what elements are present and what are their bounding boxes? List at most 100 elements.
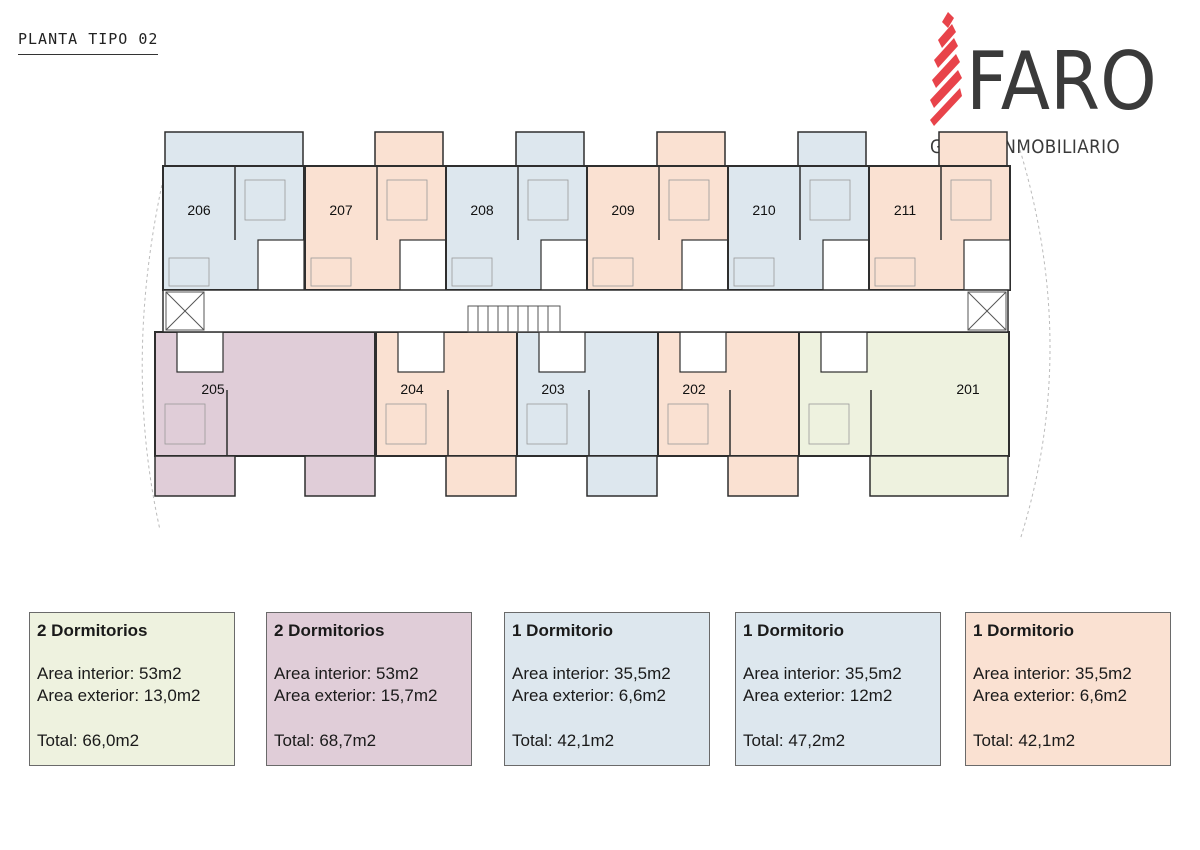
lighthouse-stripes-icon bbox=[930, 12, 962, 126]
bathroom bbox=[399, 239, 447, 291]
legend-type: 1 Dormitorio bbox=[743, 621, 845, 640]
unit-number-label: 211 bbox=[894, 202, 917, 218]
site-arc-left bbox=[141, 149, 171, 531]
apartment-area bbox=[657, 331, 800, 457]
legend-type: 2 Dormitorios bbox=[37, 621, 148, 640]
balcony bbox=[656, 131, 726, 167]
bed bbox=[164, 403, 206, 445]
bathroom bbox=[963, 239, 1011, 291]
legend-exterior-area: Area exterior: 12m2 bbox=[743, 686, 893, 705]
unit-210 bbox=[727, 131, 870, 291]
balcony bbox=[374, 131, 444, 167]
bathroom bbox=[681, 239, 729, 291]
legend-exterior-area: Area exterior: 6,6m2 bbox=[973, 686, 1128, 705]
end-shafts bbox=[165, 291, 1007, 331]
balcony bbox=[515, 131, 585, 167]
unit-number-label: 205 bbox=[201, 381, 225, 397]
unit-number-label: 204 bbox=[400, 381, 424, 397]
bed bbox=[385, 403, 427, 445]
legend-type: 2 Dormitorios bbox=[274, 621, 385, 640]
unit-208 bbox=[445, 131, 588, 291]
legend-exterior-area: Area exterior: 15,7m2 bbox=[274, 686, 438, 705]
unit-201 bbox=[798, 331, 1010, 497]
kitchen-counter bbox=[451, 257, 493, 287]
legend-interior-area: Area interior: 35,5m2 bbox=[512, 664, 671, 683]
legend-type: 1 Dormitorio bbox=[512, 621, 614, 640]
unit-205 bbox=[154, 331, 376, 497]
bathroom bbox=[679, 331, 727, 373]
legend-interior-area: Area interior: 35,5m2 bbox=[743, 664, 902, 683]
legend-total-area: Total: 47,2m2 bbox=[743, 731, 846, 750]
bathroom bbox=[538, 331, 586, 373]
bed bbox=[526, 403, 568, 445]
unit-211 bbox=[868, 131, 1011, 291]
bed bbox=[667, 403, 709, 445]
bathroom bbox=[540, 239, 588, 291]
balcony bbox=[938, 131, 1008, 167]
legend-total-area: Total: 68,7m2 bbox=[274, 731, 377, 750]
kitchen-counter bbox=[168, 257, 210, 287]
legend-exterior-area: Area exterior: 6,6m2 bbox=[512, 686, 667, 705]
logo-word: FARO bbox=[966, 35, 1157, 128]
staircase bbox=[467, 305, 561, 333]
balcony bbox=[727, 455, 799, 497]
kitchen-counter bbox=[310, 257, 352, 287]
unit-number-label: 202 bbox=[682, 381, 706, 397]
unit-207 bbox=[304, 131, 447, 291]
corridor bbox=[162, 289, 1009, 333]
balcony bbox=[154, 455, 236, 497]
legend-total-area: Total: 66,0m2 bbox=[37, 731, 140, 750]
unit-number-label: 203 bbox=[541, 381, 565, 397]
kitchen-counter bbox=[592, 257, 634, 287]
legend-interior-area: Area interior: 53m2 bbox=[274, 664, 419, 683]
bed bbox=[244, 179, 286, 221]
legend-exterior-area: Area exterior: 13,0m2 bbox=[37, 686, 201, 705]
apartment-area bbox=[375, 331, 518, 457]
unit-number-label: 201 bbox=[956, 381, 980, 397]
balcony bbox=[797, 131, 867, 167]
bed bbox=[808, 403, 850, 445]
balcony bbox=[586, 455, 658, 497]
unit-204 bbox=[375, 331, 518, 497]
bottom-unit-labels: 205 204 203 202 201 bbox=[201, 381, 980, 397]
bathroom bbox=[397, 331, 445, 373]
bed bbox=[668, 179, 710, 221]
kitchen-counter bbox=[733, 257, 775, 287]
site-arc-right bbox=[1019, 149, 1051, 541]
bottom-units bbox=[154, 331, 1010, 497]
legend-type: 1 Dormitorio bbox=[973, 621, 1075, 640]
unit-number-label: 209 bbox=[611, 202, 635, 218]
legend-interior-area: Area interior: 35,5m2 bbox=[973, 664, 1132, 683]
unit-number-label: 206 bbox=[187, 202, 211, 218]
legend-total-area: Total: 42,1m2 bbox=[512, 731, 615, 750]
kitchen-counter bbox=[874, 257, 916, 287]
bed bbox=[809, 179, 851, 221]
balcony bbox=[869, 455, 1009, 497]
bathroom bbox=[176, 331, 224, 373]
bed bbox=[950, 179, 992, 221]
unit-number-label: 207 bbox=[329, 202, 353, 218]
legend-total-area: Total: 42,1m2 bbox=[973, 731, 1076, 750]
unit-206 bbox=[162, 131, 305, 291]
faro-logo: FARO GRUPO INMOBILIARIO bbox=[920, 10, 1180, 170]
unit-209 bbox=[586, 131, 729, 291]
unit-number-label: 208 bbox=[470, 202, 494, 218]
bathroom bbox=[820, 331, 868, 373]
apartment-area bbox=[516, 331, 659, 457]
unit-202 bbox=[657, 331, 800, 497]
page-title: PLANTA TIPO 02 bbox=[18, 30, 159, 55]
balcony bbox=[445, 455, 517, 497]
bed bbox=[386, 179, 428, 221]
bathroom bbox=[822, 239, 870, 291]
top-units bbox=[162, 131, 1011, 291]
balcony bbox=[164, 131, 304, 167]
bathroom bbox=[257, 239, 305, 291]
bed bbox=[527, 179, 569, 221]
